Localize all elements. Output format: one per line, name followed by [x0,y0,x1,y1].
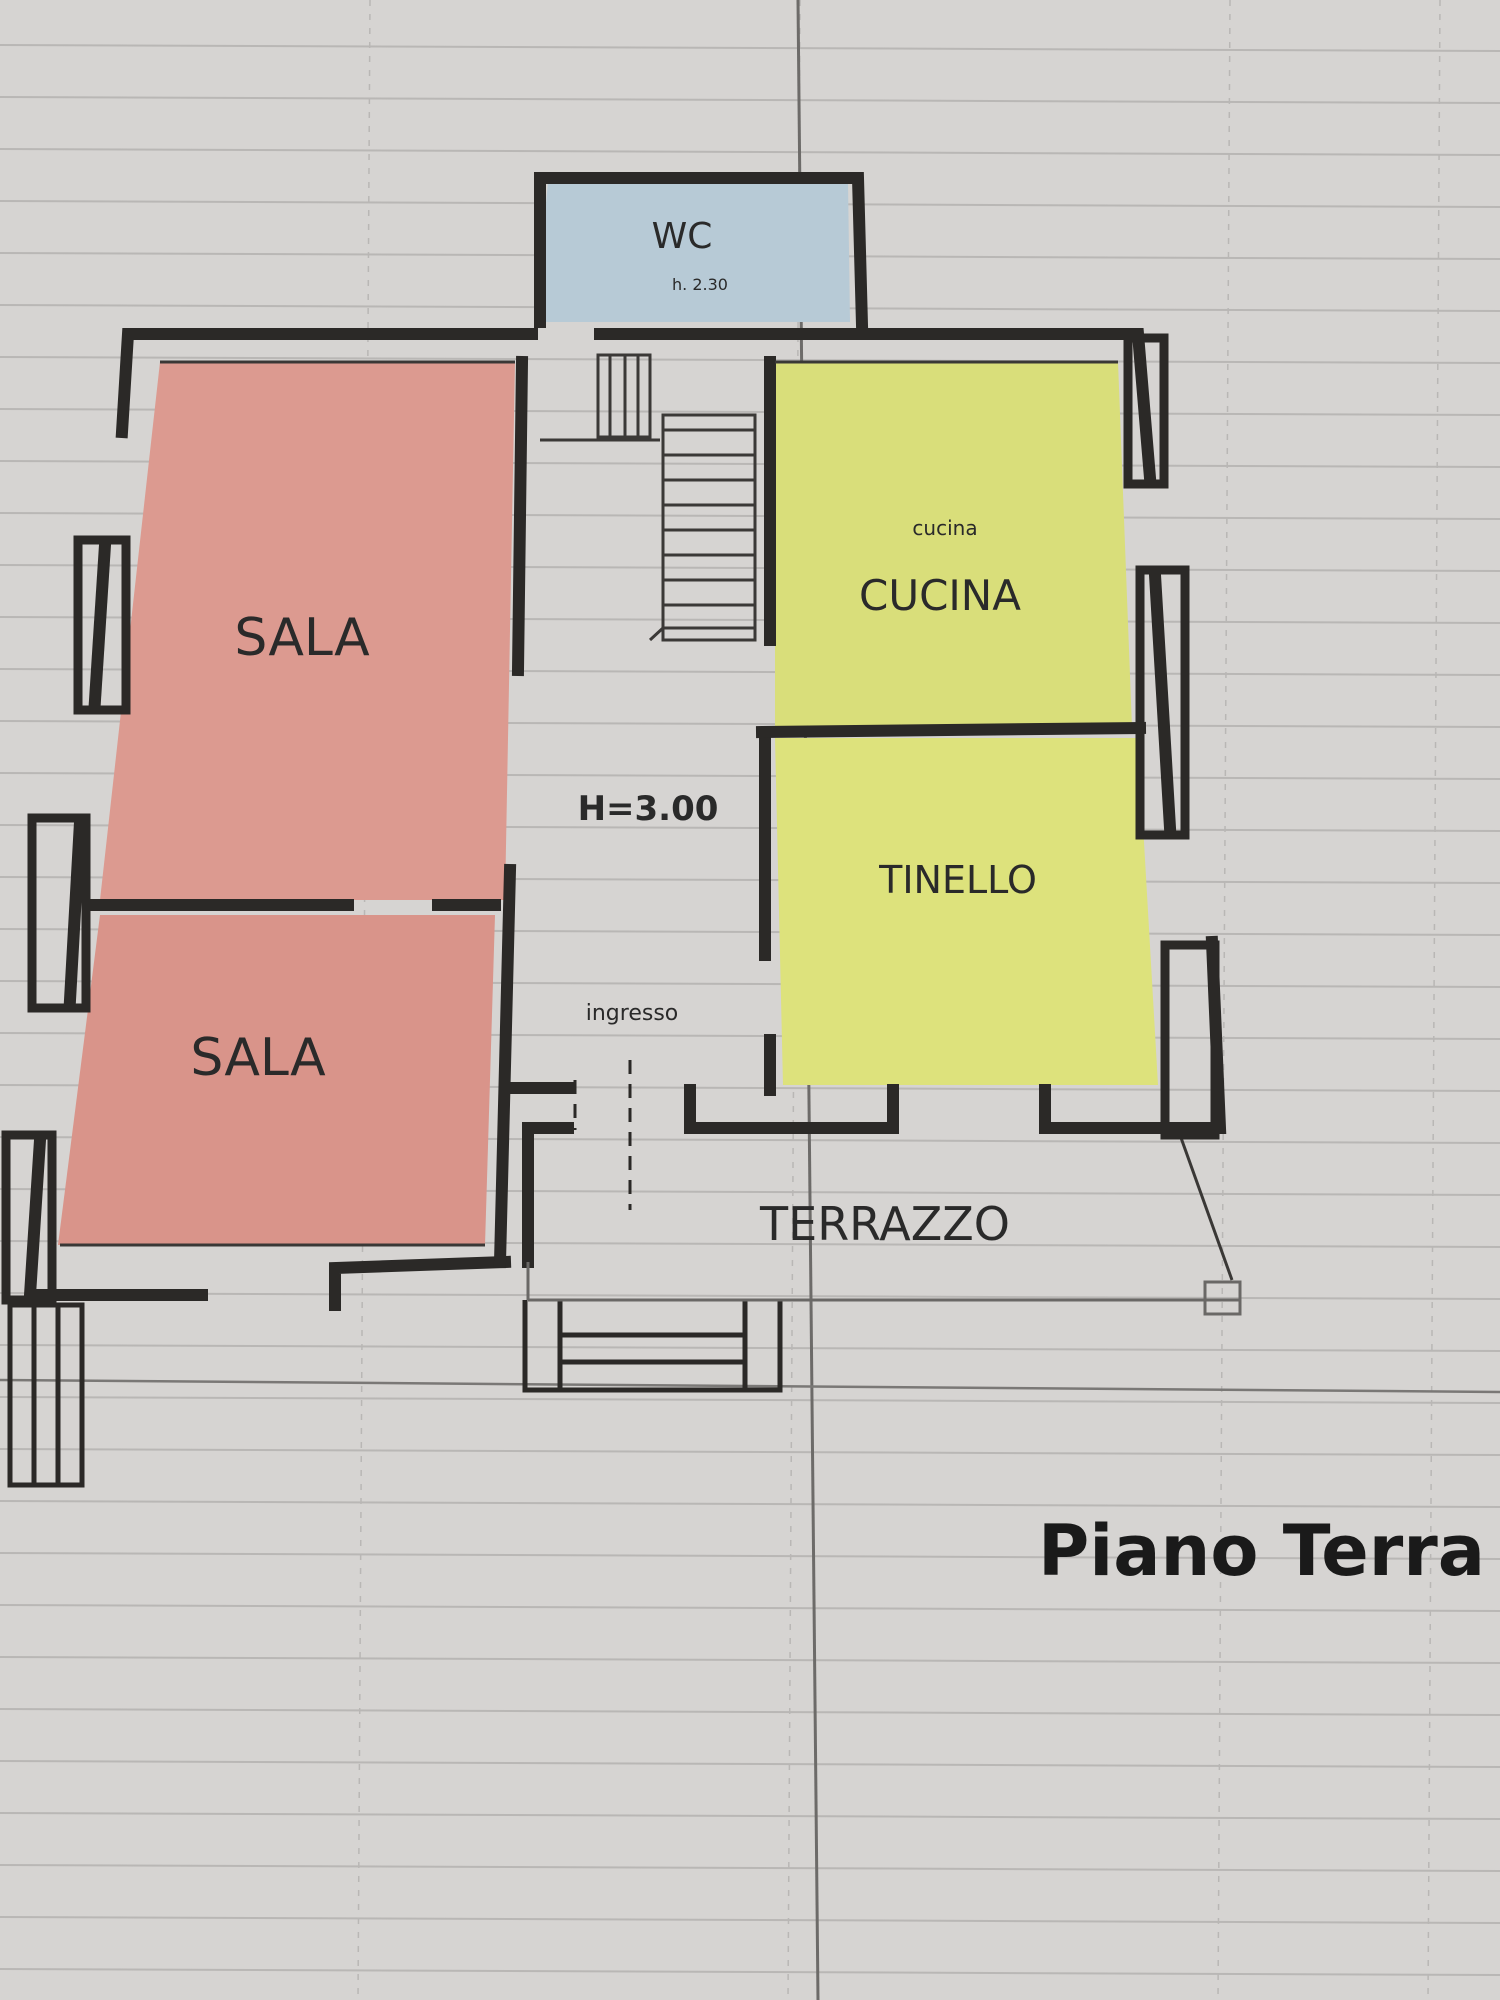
grid-line-horizontal [0,1344,1500,1352]
wall-inner-lines [60,360,1234,1281]
grid-line-horizontal [0,1968,1500,1976]
grid-line-horizontal [0,1708,1500,1716]
corridor-height-label: H=3.00 [578,789,719,829]
wc-label: WC [652,216,713,257]
tinello-label: TINELLO [878,858,1037,902]
grid-line-horizontal [0,1760,1500,1768]
terrace-outline [526,1262,1242,1316]
sala-top-fill [100,362,515,900]
entrance-door [573,1060,632,1210]
window-right-2 [1160,940,1220,1140]
grid-line-main-horizontal [0,1378,1500,1394]
cucina-label: CUCINA [859,571,1021,620]
grid-line-horizontal [0,1812,1500,1820]
grid-line-vertical [1427,0,1441,2000]
windows [1,333,1220,1305]
grid-line-horizontal [0,1396,1500,1404]
window-left-3 [1,1130,57,1305]
grid-line-horizontal [0,1864,1500,1872]
walls [23,172,1227,1311]
cucina-note: cucina [912,516,977,540]
grid-line-horizontal [0,1656,1500,1664]
sala-bottom-fill [58,915,495,1245]
window-left-1 [73,535,131,715]
grid-line-horizontal [0,1292,1500,1300]
window-left-2 [27,813,91,1013]
sala-top-label: SALA [234,608,370,668]
cucina-fill [775,362,1132,728]
entrance-steps [522,1300,783,1393]
grid-line-horizontal [0,1448,1500,1456]
side-steps [7,1302,85,1488]
terrazzo-label: TERRAZZO [759,1197,1010,1251]
tinello-fill [775,738,1158,1085]
grid-line-vertical [1217,0,1231,2000]
window-top-right [1123,333,1169,489]
grid-line-horizontal [0,1500,1500,1508]
plan-title: Piano Terra [1038,1510,1485,1592]
entrance-label: ingresso [586,1001,679,1026]
grid-line-horizontal [0,96,1500,104]
sala-bottom-label: SALA [190,1028,326,1088]
grid-line-horizontal [0,1916,1500,1924]
grid-line-horizontal [0,44,1500,52]
wc-fill [535,182,850,322]
grid-line-horizontal [0,1552,1500,1560]
grid-line-vertical [357,0,371,2000]
staircase [540,353,757,642]
wc-height-note: h. 2.30 [672,275,728,294]
window-right-1 [1135,565,1190,840]
grid-line-horizontal [0,148,1500,156]
grid-line-horizontal [0,1604,1500,1612]
grid-line-vertical [787,0,801,2000]
grid-line-horizontal [0,356,1500,364]
